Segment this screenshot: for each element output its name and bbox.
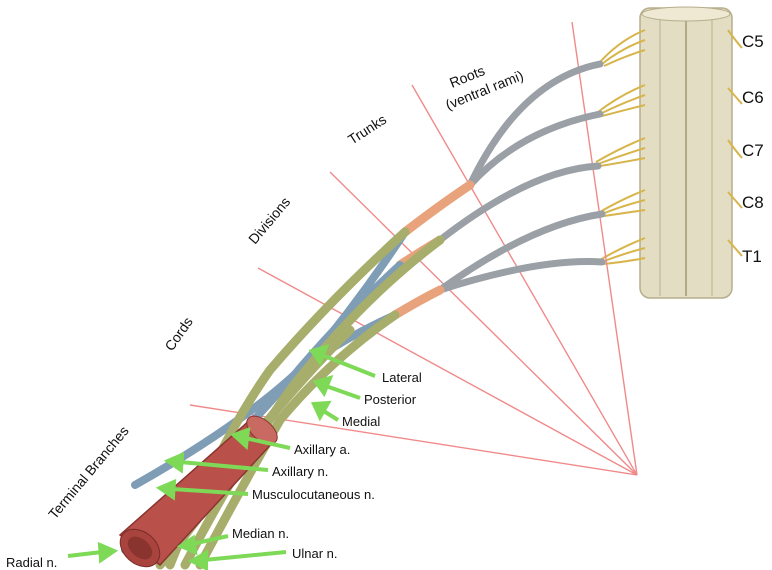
level-c8: C8 bbox=[742, 193, 764, 212]
axillary-artery-label: Axillary a. bbox=[294, 442, 350, 457]
radial-label: Radial n. bbox=[6, 555, 57, 570]
cords-label: Cords bbox=[161, 314, 196, 354]
level-c6: C6 bbox=[742, 88, 764, 107]
divisions-label: Divisions bbox=[245, 194, 293, 247]
level-c5: C5 bbox=[742, 32, 764, 51]
median-label: Median n. bbox=[232, 526, 289, 541]
spinal-cord bbox=[640, 7, 732, 298]
axillary-nerve-label: Axillary n. bbox=[272, 464, 328, 479]
medial-label: Medial bbox=[342, 414, 380, 429]
musculocutaneous-label: Musculocutaneous n. bbox=[252, 487, 375, 502]
posterior-label: Posterior bbox=[364, 392, 417, 407]
level-labels: C5 C6 C7 C8 T1 bbox=[742, 32, 764, 266]
segment-labels: Roots (ventral rami) Trunks Divisions Co… bbox=[45, 62, 526, 522]
lateral-label: Lateral bbox=[382, 370, 422, 385]
terminal-branches-label: Terminal Branches bbox=[45, 423, 132, 522]
trunks-label: Trunks bbox=[345, 111, 389, 147]
level-c7: C7 bbox=[742, 141, 764, 160]
level-t1: T1 bbox=[742, 247, 762, 266]
ulnar-label: Ulnar n. bbox=[292, 546, 338, 561]
